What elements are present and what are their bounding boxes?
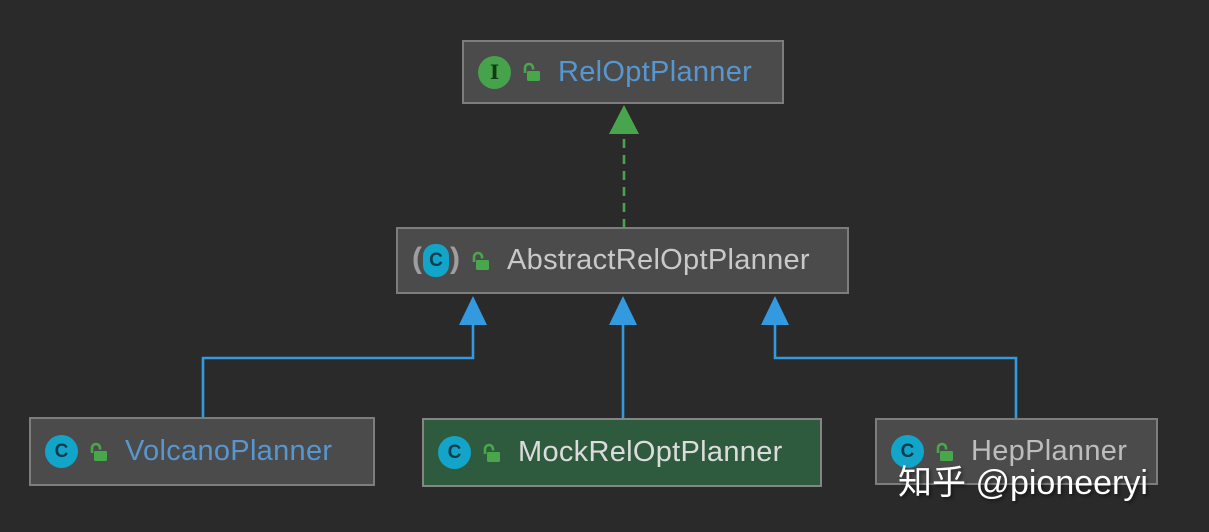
public-lock-icon — [483, 443, 500, 462]
class-icon: C — [45, 435, 78, 468]
class-node-volcanoplanner[interactable]: C VolcanoPlanner — [29, 417, 375, 486]
public-lock-icon — [90, 442, 107, 461]
abstract-class-icon: ( C ) — [412, 241, 460, 277]
watermark-text: 知乎 @pioneeryi — [898, 464, 1148, 502]
abstract-icon-paren-open: ( — [412, 241, 422, 275]
node-label: HepPlanner — [971, 435, 1128, 467]
public-lock-icon — [936, 442, 953, 461]
node-label: MockRelOptPlanner — [518, 436, 783, 468]
arrowhead-extends — [761, 296, 789, 325]
class-icon-letter: C — [447, 441, 462, 463]
public-lock-icon — [472, 251, 489, 270]
arrowhead-extends — [459, 296, 487, 325]
interface-icon-letter: I — [489, 60, 500, 84]
class-icon: C — [438, 436, 471, 469]
node-label: RelOptPlanner — [558, 55, 753, 88]
node-label: AbstractRelOptPlanner — [507, 244, 810, 276]
node-label: VolcanoPlanner — [125, 435, 333, 467]
edge-extends-mock-to-abstract[interactable] — [609, 296, 637, 418]
edge-extends-volcano-to-abstract[interactable] — [201, 296, 487, 417]
abstract-class-node-abstractreloptplanner[interactable]: ( C ) AbstractRelOptPlanner — [396, 227, 849, 294]
interface-icon: I — [478, 55, 511, 89]
class-icon: C — [891, 435, 924, 468]
interface-node-reloptplanner[interactable]: I RelOptPlanner — [462, 40, 784, 104]
class-node-hepplanner[interactable]: C HepPlanner — [875, 418, 1158, 485]
class-icon-letter: C — [429, 249, 443, 271]
class-icon-letter: C — [54, 440, 69, 462]
arrowhead-implements — [609, 105, 639, 134]
abstract-icon-paren-close: ) — [450, 241, 460, 275]
public-lock-icon — [523, 62, 540, 81]
class-node-mockreloptplanner[interactable]: C MockRelOptPlanner — [422, 418, 822, 487]
class-icon-letter-badge: C — [423, 244, 449, 277]
edge-implements-abstract-to-reloptplanner[interactable] — [609, 105, 639, 228]
class-icon-letter: C — [900, 440, 915, 462]
arrowhead-extends — [609, 296, 637, 325]
edge-extends-hep-to-abstract[interactable] — [761, 296, 1018, 418]
